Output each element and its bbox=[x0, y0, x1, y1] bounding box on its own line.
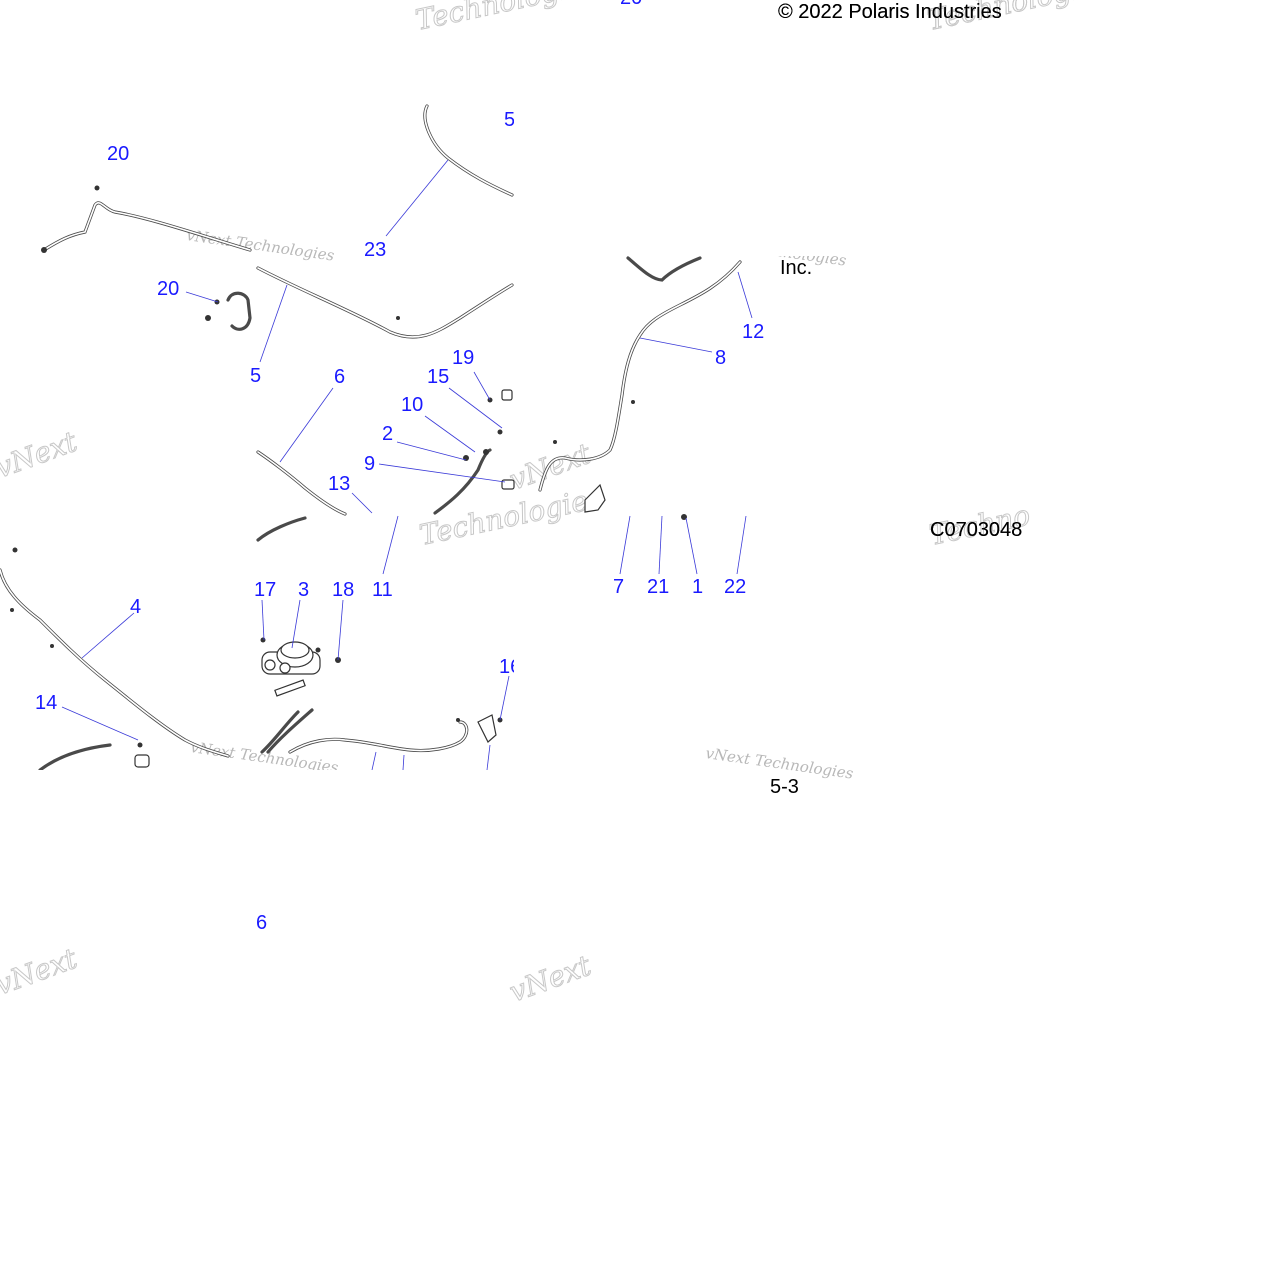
callout-13: 13 bbox=[328, 473, 350, 495]
watermark-vnext: vNext Technologies bbox=[185, 226, 335, 265]
callout-labels: 20 20 20 5 5 23 6 6 19 15 10 2 9 13 12 8… bbox=[35, 0, 764, 934]
callout-20: 20 bbox=[157, 278, 179, 300]
diagram-code: C0703048 bbox=[930, 519, 1022, 541]
fitting-part bbox=[501, 479, 515, 490]
callout-9: 9 bbox=[364, 453, 375, 475]
callout-18: 18 bbox=[332, 579, 354, 601]
callout-21: 21 bbox=[647, 576, 669, 598]
callout-3: 3 bbox=[298, 579, 309, 601]
callout-20: 20 bbox=[620, 0, 642, 9]
callout-6: 6 bbox=[334, 366, 345, 388]
callout-5: 5 bbox=[504, 109, 515, 131]
brake-line-art bbox=[0, 104, 742, 772]
parts-group bbox=[10, 185, 687, 768]
callout-22: 22 bbox=[724, 576, 746, 598]
callout-7: 7 bbox=[613, 576, 624, 598]
callout-20: 20 bbox=[107, 143, 129, 165]
diagram-code: C0703048 bbox=[930, 519, 1022, 541]
callout-10: 10 bbox=[401, 394, 423, 416]
bracket-part bbox=[477, 714, 497, 743]
leader-lines bbox=[61, 159, 753, 771]
master-cylinder-part bbox=[261, 641, 321, 697]
callout-19: 19 bbox=[452, 347, 474, 369]
callout-14: 14 bbox=[35, 692, 57, 714]
callout-1: 1 bbox=[692, 576, 703, 598]
callout-5: 5 bbox=[250, 365, 261, 387]
copyright-text: © 2022 Polaris Industries bbox=[778, 1, 1002, 23]
page-fragment: 5-3 bbox=[770, 776, 799, 798]
callout-23: 23 bbox=[364, 239, 386, 261]
clip-group bbox=[10, 185, 687, 748]
callout-11: 11 bbox=[372, 579, 393, 601]
callout-12: 12 bbox=[742, 321, 764, 343]
callout-6: 6 bbox=[256, 912, 267, 934]
junction-block-part bbox=[134, 754, 150, 768]
watermark-technologies: Technologies bbox=[417, 481, 605, 552]
copyright-tail-text: Inc. bbox=[780, 257, 812, 279]
callout-2: 2 bbox=[382, 423, 393, 445]
callout-15: 15 bbox=[427, 366, 449, 388]
watermark-vnext: vNext bbox=[0, 425, 82, 485]
fitting-part bbox=[501, 389, 513, 401]
copyright-text: © 2022 Polaris Industries bbox=[778, 1, 1002, 23]
callout-8: 8 bbox=[715, 347, 726, 369]
callout-17: 17 bbox=[254, 579, 276, 601]
callout-4: 4 bbox=[130, 596, 141, 618]
bracket-part bbox=[584, 483, 606, 513]
